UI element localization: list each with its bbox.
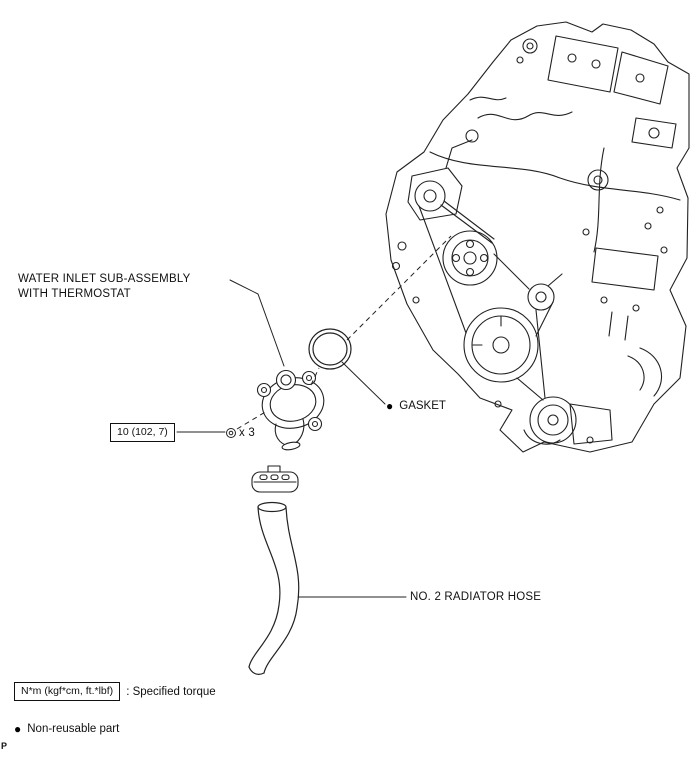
assembly-axis-dashed-lines	[236, 235, 452, 430]
hose-clamp-illustration	[251, 465, 299, 493]
bolt-count-label: x 3	[239, 427, 255, 439]
gasket-leader-line	[341, 361, 386, 405]
non-reusable-bullet-icon: ●	[14, 722, 22, 736]
legend-torque-row: N*m (kgf*cm, ft.*lbf) : Specified torque	[14, 682, 216, 701]
bolt-icon	[226, 428, 236, 438]
water-inlet-label-line1: WATER INLET SUB-ASSEMBLY	[18, 273, 191, 285]
water-inlet-label-line2: WITH THERMOSTAT	[18, 288, 131, 300]
legend-torque-description: : Specified torque	[126, 685, 216, 698]
legend-non-reusable-label: Non-reusable part	[27, 723, 120, 735]
legend-torque-unit-box: N*m (kgf*cm, ft.*lbf)	[14, 682, 121, 701]
thermostat-illustration	[256, 369, 325, 451]
gasket-ring-illustration	[308, 328, 352, 370]
gasket-label: ● GASKET	[386, 400, 446, 412]
radiator-hose-label: NO. 2 RADIATOR HOSE	[410, 591, 542, 603]
legend-non-reusable-row: ● Non-reusable part	[14, 723, 119, 735]
non-reusable-bullet-icon: ●	[386, 399, 394, 413]
water-inlet-label: WATER INLET SUB-ASSEMBLY WITH THERMOSTAT	[18, 272, 190, 302]
leader-lines	[176, 279, 407, 598]
radiator-hose-illustration	[248, 501, 300, 675]
page-marker: P	[1, 741, 8, 751]
gasket-label-text: GASKET	[399, 400, 446, 412]
torque-spec-box: 10 (102, 7)	[110, 423, 175, 442]
water-inlet-leader-line	[229, 279, 285, 367]
engine-illustration	[385, 21, 690, 453]
